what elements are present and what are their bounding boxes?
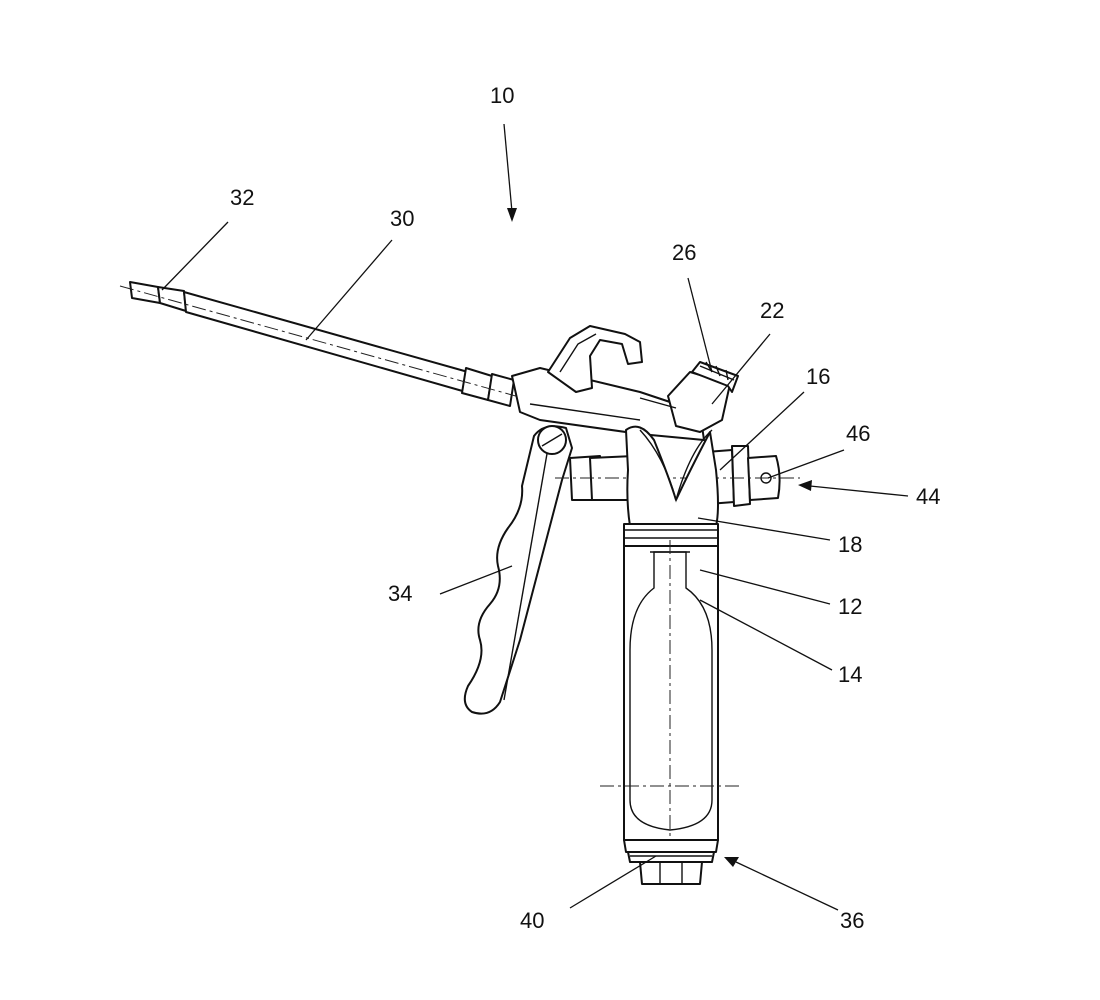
label-40: 40 [520,908,544,933]
housing [600,425,740,885]
label-46: 46 [846,421,870,446]
label-30: 30 [390,206,414,231]
label-36: 36 [840,908,864,933]
leader-lines [161,123,909,911]
label-32: 32 [230,185,254,210]
label-10: 10 [490,83,514,108]
trigger [463,425,573,715]
label-44: 44 [916,484,940,509]
gun-head [511,325,739,441]
label-18: 18 [838,532,862,557]
label-26: 26 [672,240,696,265]
label-14: 14 [838,662,862,687]
label-22: 22 [760,298,784,323]
label-16: 16 [806,364,830,389]
label-34: 34 [388,581,412,606]
label-12: 12 [838,594,862,619]
